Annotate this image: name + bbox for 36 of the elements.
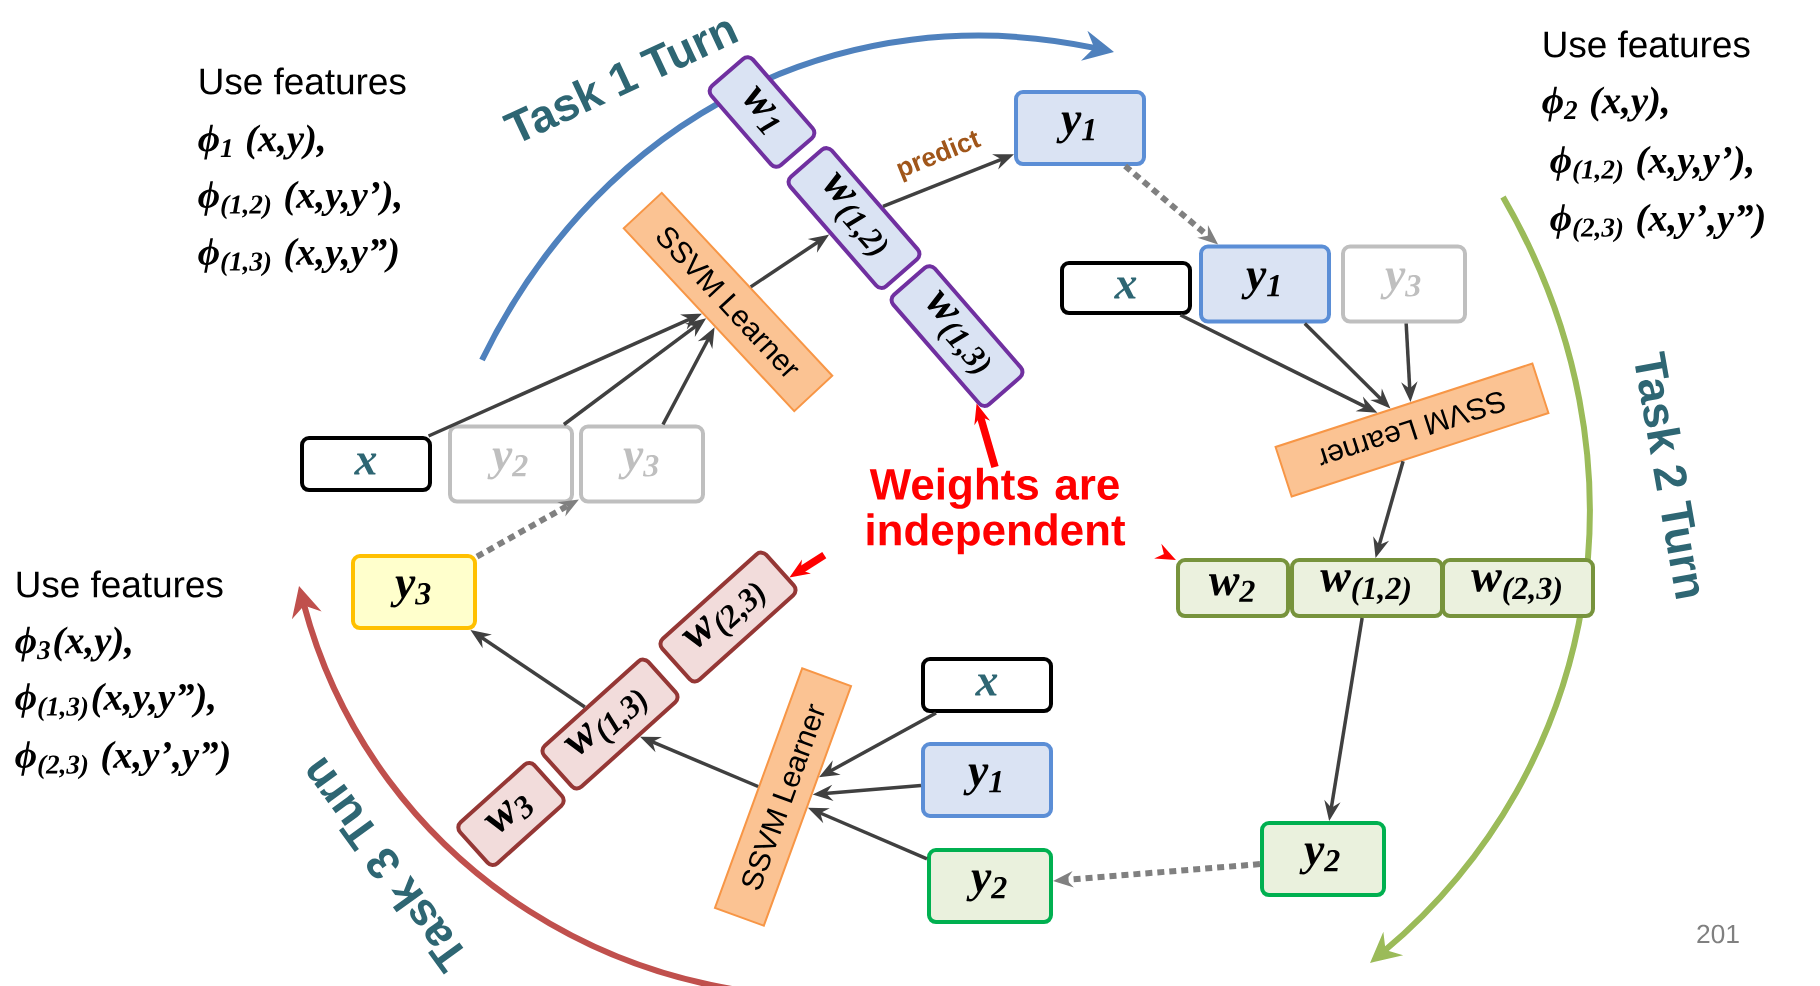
variable-box: x xyxy=(921,657,1053,713)
weight-box: w$_{(2,3)}$ xyxy=(1441,558,1595,618)
variable-box: y$_{2}$ xyxy=(927,848,1053,924)
learner-box: SSVM Learner xyxy=(1274,362,1550,498)
feature-formula: ϕ$_{3}$(x,y), xyxy=(15,626,131,662)
variable-box: y$_{3}$ xyxy=(351,554,477,630)
variable-box: y$_{1}$ xyxy=(1199,244,1331,324)
variable-box: y$_{2}$ xyxy=(1260,821,1386,897)
variable-box: y$_{1}$ xyxy=(921,742,1053,818)
variable-box: y$_{3}$ xyxy=(1341,244,1467,324)
feature-formula: ϕ$_{(1,2)}$ (x,y,y’), xyxy=(198,180,400,220)
feature-formula: ϕ$_{1}$ (x,y), xyxy=(198,124,324,160)
feature-formula: ϕ$_{2}$ (x,y), xyxy=(1542,86,1668,122)
feature-heading: Use features xyxy=(1544,30,1750,58)
weight-box: w$_{3}$ xyxy=(456,761,566,867)
page-number: 201 xyxy=(1697,924,1739,944)
weight-box: w$_{1}$ xyxy=(707,55,817,169)
variable-box: y$_{2}$ xyxy=(448,424,574,504)
variable-box: x xyxy=(1060,261,1192,315)
variable-box: x xyxy=(300,436,432,492)
weight-box: w$_{(1,3)}$ xyxy=(540,657,680,791)
weight-box: w$_{(2,3)}$ xyxy=(658,550,798,684)
feature-heading: Use features xyxy=(200,67,406,95)
weight-box: w$_{(1,2)}$ xyxy=(1290,558,1444,618)
feature-heading: Use features xyxy=(17,570,223,598)
weight-box: w$_{2}$ xyxy=(1176,558,1290,618)
turn-label: Task 2 Turn xyxy=(1635,350,1700,599)
feature-formula: ϕ$_{(2,3)}$ (x,y’,y”) xyxy=(1550,203,1764,243)
feature-formula: ϕ$_{(1,3)}$(x,y,y”), xyxy=(15,682,214,722)
variable-box: y$_{1}$ xyxy=(1014,90,1146,166)
feature-formula: ϕ$_{(1,3)}$ (x,y,y”) xyxy=(198,237,398,277)
feature-formula: ϕ$_{(2,3)}$ (x,y’,y”) xyxy=(15,740,229,780)
weight-box: w$_{(1,3)}$ xyxy=(889,264,1025,408)
feature-formula: ϕ$_{(1,2)}$ (x,y,y’), xyxy=(1550,145,1752,185)
annotation-text: Weights are independent xyxy=(867,467,1126,555)
variable-box: y$_{3}$ xyxy=(579,424,705,504)
